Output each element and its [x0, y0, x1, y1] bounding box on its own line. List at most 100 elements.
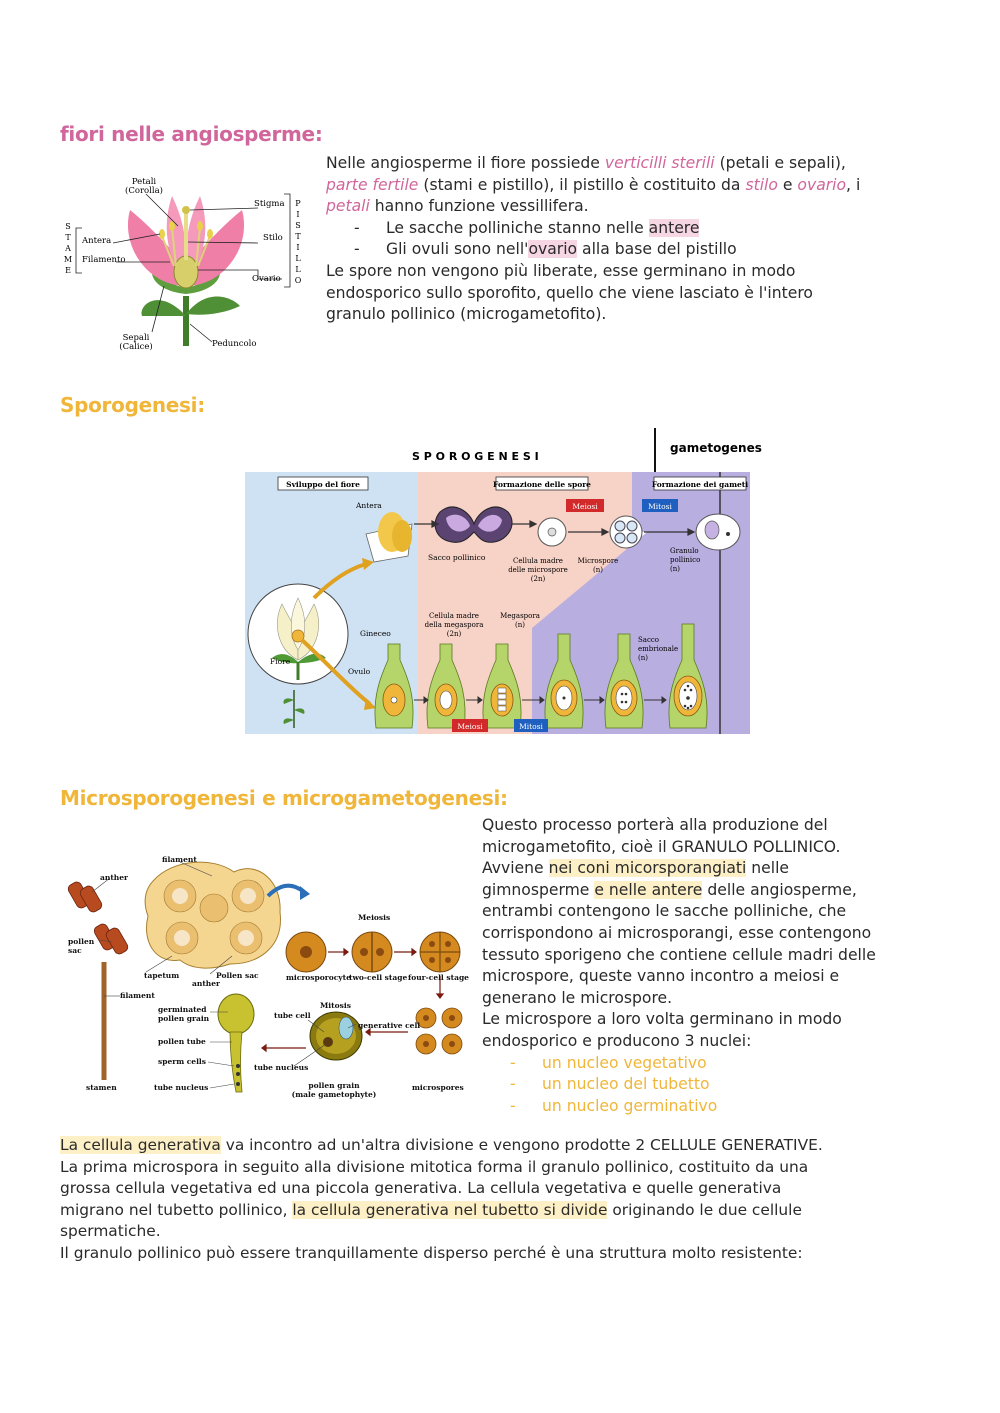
svg-text:L: L	[295, 265, 301, 274]
label-megaspora-2: (n)	[515, 621, 525, 629]
section-heading-fiori: fiori nelle angiosperme:	[60, 122, 323, 146]
svg-text:P: P	[295, 199, 301, 208]
badge-meiosi-bottom: Meiosi	[457, 722, 483, 731]
text-line: entrambi contengono le sacche polliniche…	[482, 902, 847, 921]
label-calice: (Calice)	[119, 341, 152, 352]
label-ovulo: Ovulo	[348, 667, 371, 676]
label-cellula-madre-mega-1: Cellula madre	[429, 612, 479, 620]
text-line: microgametofito, cioè il GRANULO POLLINI…	[482, 837, 841, 856]
label-filament-2: filament	[120, 991, 155, 1000]
svg-text:E: E	[65, 266, 71, 275]
label-stamen: stamen	[86, 1083, 117, 1092]
list-item: -Le sacche polliniche stanno nelle anter…	[354, 218, 700, 237]
text-line: generano le microspore.	[482, 988, 673, 1007]
svg-text:A: A	[64, 244, 71, 253]
label-cellula-madre-micro-3: (2n)	[531, 575, 546, 583]
text-line: Questo processo porterà alla produzione …	[482, 816, 828, 834]
text-line: Le microspore a loro volta germinano in …	[482, 1010, 842, 1029]
badge-mitosi-top: Mitosi	[648, 502, 672, 511]
label-stame: S T A M E	[64, 222, 72, 275]
label-microspores: microspores	[412, 1083, 464, 1092]
svg-text:T: T	[65, 233, 71, 242]
label-granulo-3: (n)	[670, 565, 680, 573]
section3-text: Questo processo porterà alla produzione …	[482, 815, 876, 1117]
svg-text:M: M	[64, 255, 72, 264]
svg-text:O: O	[295, 276, 302, 285]
ovule-row	[374, 623, 708, 729]
label-sacco-embrionale-1: Sacco	[638, 636, 659, 644]
text-line: La cellula generativa va incontro ad un'…	[60, 1136, 823, 1154]
label-generative-cell: generative cell	[358, 1021, 420, 1030]
label-corolla: (Corolla)	[125, 185, 163, 196]
text-line: parte fertile (stami e pistillo), il pis…	[326, 175, 861, 194]
label-mitosis: Mitosis	[320, 1001, 351, 1010]
text-line: Avviene nei coni micorsporangiati nelle	[482, 859, 790, 878]
text-line: Nelle angiosperme il fiore possiede vert…	[326, 154, 846, 172]
label-fiore: Fiore	[270, 657, 291, 666]
badge-meiosi-top: Meiosi	[572, 502, 598, 511]
list-item: -un nucleo del tubetto	[510, 1075, 710, 1094]
text-line: Le spore non vengono più liberate, esse …	[326, 261, 796, 280]
label-ovario: Ovario	[252, 274, 281, 284]
label-stigma: Stigma	[254, 199, 285, 209]
label-anther: anther	[100, 873, 129, 882]
text-line: endosporico sullo sporofito, quello che …	[326, 283, 813, 302]
svg-text:S: S	[295, 221, 300, 230]
label-antera: Antera	[355, 501, 382, 510]
section1-text: Nelle angiosperme il fiore possiede vert…	[326, 153, 860, 326]
sporogenesis-diagram: S P O R O G E N E S I gametogenesi Svilu…	[245, 428, 762, 734]
label-anther-2: anther	[192, 979, 221, 988]
label-peduncolo: Peduncolo	[212, 339, 256, 349]
title-sporogenesi: S P O R O G E N E S I	[412, 450, 539, 463]
label-pollen-grain-2: (male gametophyte)	[292, 1090, 377, 1099]
label-cellula-madre-micro-2: delle microspore	[508, 566, 568, 574]
text-line: microspore, queste vanno incontro a meio…	[482, 967, 840, 986]
text-line: petali hanno funzione vessillifera.	[326, 197, 589, 216]
box-sviluppo-fiore: Sviluppo del fiore	[286, 480, 360, 489]
list-item: -un nucleo vegetativo	[510, 1053, 707, 1072]
label-antera: Antera	[81, 236, 111, 246]
box-formazione-gameti: Formazione dei gameti	[652, 480, 748, 489]
section-heading-microsporogenesi: Microsporogenesi e microgametogenesi:	[60, 786, 508, 810]
label-pistillo: P I S T I L L O	[295, 199, 302, 285]
label-pollen-sac: Pollen sac	[216, 971, 259, 980]
text-line: corrispondono ai microsporangi, esse con…	[482, 923, 872, 942]
label-megaspora-1: Megaspora	[500, 612, 540, 620]
label-pollen-grain-1: pollen grain	[308, 1081, 360, 1090]
label-sacco-embrionale-2: embrionale	[638, 645, 678, 653]
badge-mitosi-bottom: Mitosi	[519, 722, 543, 731]
label-four-cell: four-cell stage	[408, 973, 469, 982]
svg-text:S: S	[65, 222, 70, 231]
svg-text:L: L	[295, 254, 301, 263]
bottom-text: La cellula generativa va incontro ad un'…	[60, 1135, 823, 1265]
label-two-cell: two-cell stage	[349, 973, 407, 982]
label-sacco-embrionale-3: (n)	[638, 654, 648, 662]
flower-anatomy-diagram: Petali (Corolla) Stigma Antera Stilo Fil…	[64, 177, 302, 352]
label-microspore-1: Microspore	[578, 557, 619, 565]
label-filament: filament	[162, 855, 197, 864]
label-granulo-2: pollinico	[670, 556, 700, 564]
label-gametogenesi: gametogenesi	[670, 441, 762, 455]
label-cellula-madre-mega-3: (2n)	[447, 630, 462, 638]
text-line: grossa cellula vegetativa ed una piccola…	[60, 1179, 782, 1198]
label-sperm-cells: sperm cells	[158, 1057, 206, 1066]
label-pollen-tube: pollen tube	[158, 1037, 206, 1046]
label-tube-cell: tube cell	[274, 1011, 311, 1020]
text-line: gimnosperme e nelle antere delle angiosp…	[482, 880, 857, 899]
label-sacco-pollinico: Sacco pollinico	[428, 553, 486, 562]
text-line: Il granulo pollinico può essere tranquil…	[60, 1243, 803, 1262]
text-line: tessuto sporigeno che contiene cellule m…	[482, 945, 876, 964]
microsporogenesis-diagram: filament anther pollen sac tapetum anthe…	[67, 855, 469, 1099]
section-heading-sporogenesi: Sporogenesi:	[60, 393, 205, 417]
label-pollen-sac-2: sac	[68, 946, 82, 955]
text-line: endosporico e producono 3 nuclei:	[482, 1031, 752, 1050]
list-item: -un nucleo germinativo	[510, 1096, 718, 1115]
svg-text:I: I	[296, 243, 299, 252]
label-cellula-madre-micro-1: Cellula madre	[513, 557, 563, 565]
label-pollen-sac-1: pollen	[68, 937, 95, 946]
label-germinated-2: pollen grain	[158, 1014, 210, 1023]
text-line: migrano nel tubetto pollinico, la cellul…	[60, 1200, 802, 1219]
label-tube-nucleus-2: tube nucleus	[254, 1063, 308, 1072]
text-line: spermatiche.	[60, 1222, 161, 1241]
label-germinated-1: germinated	[158, 1005, 207, 1014]
